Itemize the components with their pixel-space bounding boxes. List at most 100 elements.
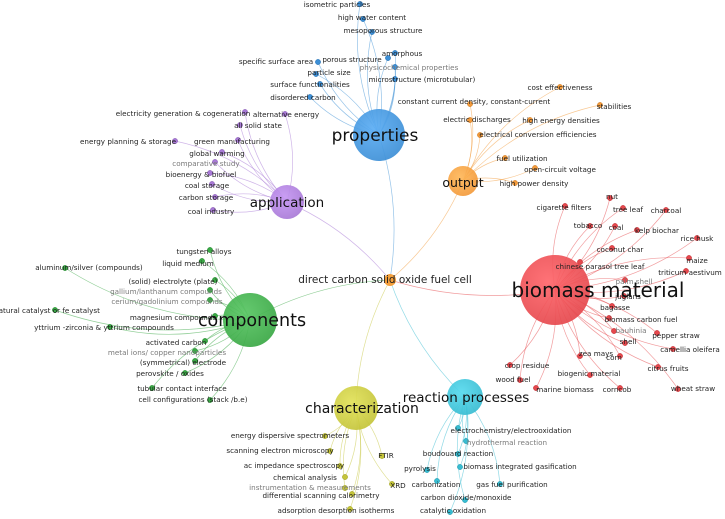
node-comparative-study[interactable] <box>212 159 218 165</box>
node-natural-catalyst-or-fe-catalyst[interactable] <box>52 307 58 313</box>
node-gallium-lanthanum-compounds[interactable] <box>207 287 213 293</box>
node-nut[interactable] <box>607 195 613 201</box>
node-coal-industry[interactable] <box>210 207 216 213</box>
node-rice-husk[interactable] <box>694 235 700 241</box>
node-scanning-electron-microscopy[interactable] <box>327 448 333 454</box>
hub-node-reaction[interactable] <box>447 379 483 415</box>
node-cerium-gadolinium-compounds[interactable] <box>207 297 213 303</box>
hub-node-characterization[interactable] <box>334 386 378 430</box>
node-camellia-oleifera[interactable] <box>670 346 676 352</box>
node-biomass-carbon-fuel[interactable] <box>606 315 612 321</box>
node-xrd[interactable] <box>389 481 395 487</box>
node-particle-size[interactable] <box>313 71 319 77</box>
node-surface-functionalities[interactable] <box>317 81 323 87</box>
node-stabilities[interactable] <box>597 102 603 108</box>
node-hydrothermal-reaction[interactable] <box>463 438 469 444</box>
node-metal-ions-copper-nanoparticles[interactable] <box>192 348 198 354</box>
node-chemical-analysis[interactable] <box>342 474 348 480</box>
node-marine-biomass[interactable] <box>533 385 539 391</box>
node-pepper-straw[interactable] <box>654 330 660 336</box>
node-carbonization[interactable] <box>434 478 440 484</box>
node-microstructure-microtubular[interactable] <box>392 76 398 82</box>
node-specific-surface-area[interactable] <box>315 59 321 65</box>
node-tobacco[interactable] <box>587 223 593 229</box>
node-high-power-density[interactable] <box>512 180 518 186</box>
node-tungsten-alloys[interactable] <box>207 247 213 253</box>
node-bagasse[interactable] <box>609 303 615 309</box>
node-magnesium-compounds[interactable] <box>212 313 218 319</box>
node-tubular-contact-interface[interactable] <box>149 385 155 391</box>
node-solid-electrolyte-plate[interactable] <box>212 277 218 283</box>
node-electricity-generation-cogeneration[interactable] <box>242 109 248 115</box>
node-carbon-storage[interactable] <box>212 194 218 200</box>
hub-node-biomass[interactable] <box>520 255 590 325</box>
node-juglans[interactable] <box>621 293 627 299</box>
node-electric-discharges[interactable] <box>467 117 473 123</box>
node-all-solid-state[interactable] <box>237 122 243 128</box>
node-differential-scanning-calorimetry[interactable] <box>349 491 355 497</box>
node-palm-shell[interactable] <box>622 277 628 283</box>
node-coal[interactable] <box>612 223 618 229</box>
node-cell-configurations-stack-b-e[interactable] <box>207 397 213 403</box>
node-carbon-dioxide-monoxide[interactable] <box>462 497 468 503</box>
node-cost-effectiveness[interactable] <box>557 84 563 90</box>
node-tree-leaf[interactable] <box>620 205 626 211</box>
node-fuel-utilization[interactable] <box>502 155 508 161</box>
node-charcoal[interactable] <box>663 207 669 213</box>
node-energy-dispersive-spectrometers[interactable] <box>322 433 328 439</box>
hub-node-components[interactable] <box>223 293 277 347</box>
node-bioenergy-biofuel[interactable] <box>207 170 213 176</box>
node-wood-fuel[interactable] <box>517 377 523 383</box>
node-perovskite-oxides[interactable] <box>182 370 188 376</box>
hub-node-application[interactable] <box>270 185 304 219</box>
node-open-circuit-voltage[interactable] <box>532 165 538 171</box>
node-high-energy-densities[interactable] <box>527 117 533 123</box>
node-constant-current-density-constant-current[interactable] <box>467 101 473 107</box>
node-porous-structure[interactable] <box>385 55 391 61</box>
node-green-manufacturing[interactable] <box>235 137 241 143</box>
node-chinese-parasol-tree-leaf[interactable] <box>577 259 583 265</box>
node-triticum-aestivum[interactable] <box>683 268 689 274</box>
node-zea-mays[interactable] <box>577 353 583 359</box>
node-adsorption-desorption-isotherms[interactable] <box>347 506 353 512</box>
node-biogenic-material[interactable] <box>587 372 593 378</box>
node-activated-carbon[interactable] <box>202 338 208 344</box>
node-wheat-straw[interactable] <box>675 386 681 392</box>
node-coconut-char[interactable] <box>609 245 615 251</box>
node-coal-storage[interactable] <box>209 181 215 187</box>
node-mesoporous-structure[interactable] <box>369 29 375 35</box>
node-isometric-particles[interactable] <box>357 1 363 7</box>
node-yttrium-zirconia-yttrium-compounds[interactable] <box>107 324 113 330</box>
node-global-warming[interactable] <box>219 149 225 155</box>
node-gas-fuel-purification[interactable] <box>497 481 503 487</box>
node-citrus-fruits[interactable] <box>655 364 661 370</box>
node-maize[interactable] <box>686 255 692 261</box>
node-physicochemical-properties[interactable] <box>392 64 398 70</box>
node-aluminum-silver-compounds[interactable] <box>62 265 68 271</box>
node-electrochemistry-electrooxidation[interactable] <box>455 425 461 431</box>
node-corncob[interactable] <box>617 385 623 391</box>
node-corn[interactable] <box>617 353 623 359</box>
node-pyrolysis[interactable] <box>424 467 430 473</box>
node-amorphous[interactable] <box>392 50 398 56</box>
hub-node-output[interactable] <box>448 166 478 196</box>
node-liquid-medium[interactable] <box>199 258 205 264</box>
node-electrical-conversion-efficiencies[interactable] <box>477 132 483 138</box>
node-cigarette-filters[interactable] <box>562 203 568 209</box>
node-catalytic-oxidation[interactable] <box>447 509 453 515</box>
node-boudouard-reaction[interactable] <box>455 451 461 457</box>
node-instrumentation-measurements[interactable] <box>342 485 348 491</box>
node-symmetrical-electrode[interactable] <box>192 358 198 364</box>
node-shell[interactable] <box>622 340 628 346</box>
node-biomass-integrated-gasification[interactable] <box>457 464 463 470</box>
hub-node-properties[interactable] <box>353 109 405 161</box>
node-kelp-biochar[interactable] <box>634 227 640 233</box>
center-node[interactable] <box>384 274 396 286</box>
node-disordered-carbon[interactable] <box>307 94 313 100</box>
node-bauhinia[interactable] <box>611 328 617 334</box>
node-energy-planning-storage[interactable] <box>172 138 178 144</box>
node-ac-impedance-spectroscopy[interactable] <box>337 463 343 469</box>
node-high-water-content[interactable] <box>360 16 366 22</box>
node-ftir[interactable] <box>379 453 385 459</box>
node-crop-residue[interactable] <box>507 362 513 368</box>
